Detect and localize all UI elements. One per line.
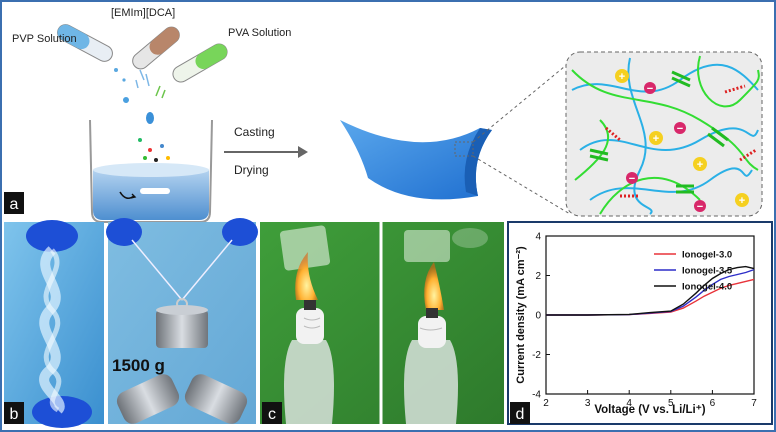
ionogel-film — [340, 61, 571, 215]
y-tick-label: -2 — [532, 350, 541, 361]
series-line-ionogel-4.0 — [546, 265, 755, 316]
x-tick-label: 6 — [710, 398, 716, 409]
panel-label-b: b — [10, 406, 19, 423]
beaker — [89, 119, 213, 223]
weight-cylinder — [156, 310, 208, 348]
pvp-tube — [57, 24, 126, 82]
panel-a: PVP Solution [EMIm][DCA] PVA Solution Ca… — [4, 7, 763, 223]
legend-label: Ionogel-3.0 — [682, 250, 732, 261]
pva-tube — [155, 43, 228, 99]
x-tick-label: 7 — [751, 398, 757, 409]
process-arrow — [224, 146, 308, 158]
panel-label-c-box — [262, 402, 282, 424]
legend-label: Ionogel-3.5 — [682, 266, 733, 277]
panel-c: c — [260, 222, 504, 424]
panel-b: 1500 g b — [4, 218, 258, 428]
polymer-network-inset: + + + + − − − − — [565, 51, 763, 217]
x-tick-label: 4 — [626, 398, 632, 409]
panel-label-d-box — [510, 402, 530, 424]
x-axis-label: Voltage (V vs. Li/Li⁺) — [594, 404, 705, 416]
panel-label-d: d — [516, 406, 525, 423]
svg-text:−: − — [697, 201, 703, 213]
panel-label-c: c — [268, 406, 276, 423]
y-tick-label: 4 — [535, 232, 541, 243]
cation-ions: + + + + — [615, 69, 749, 207]
step-drying: Drying — [234, 163, 269, 177]
svg-text:+: + — [653, 133, 659, 145]
x-tick-label: 2 — [543, 398, 549, 409]
y-tick-label: 2 — [535, 271, 541, 282]
svg-text:+: + — [697, 159, 703, 171]
svg-text:+: + — [619, 71, 625, 83]
weight-label: 1500 g — [112, 356, 165, 375]
step-casting: Casting — [234, 125, 275, 139]
y-tick-label: 0 — [535, 311, 541, 322]
legend-label: Ionogel-4.0 — [682, 282, 732, 293]
emim-tube — [132, 26, 180, 89]
x-tick-label: 5 — [668, 398, 674, 409]
pvp-solution-label: PVP Solution — [12, 33, 77, 45]
pva-solution-label: PVA Solution — [228, 27, 291, 39]
svg-text:+: + — [739, 195, 745, 207]
chart-panel — [507, 221, 773, 425]
anion-ions: − − − − — [626, 82, 706, 213]
drop — [123, 97, 129, 103]
axis-ticks: 2 3 4 5 6 7 -4 -2 0 2 4 — [532, 232, 757, 410]
svg-text:−: − — [677, 123, 683, 135]
emim-dca-label: [EMIm][DCA] — [111, 7, 175, 19]
panel-label-b-box — [4, 402, 24, 424]
panel-label-a-box — [4, 192, 24, 214]
y-axis-label: Current density (mA cm⁻²) — [515, 246, 527, 384]
drop — [146, 112, 154, 124]
svg-text:−: − — [629, 173, 635, 185]
svg-text:−: − — [647, 83, 653, 95]
x-tick-label: 3 — [585, 398, 591, 409]
y-tick-label: -4 — [532, 390, 541, 401]
panel-label-a: a — [10, 196, 19, 213]
series-layer — [546, 265, 755, 316]
